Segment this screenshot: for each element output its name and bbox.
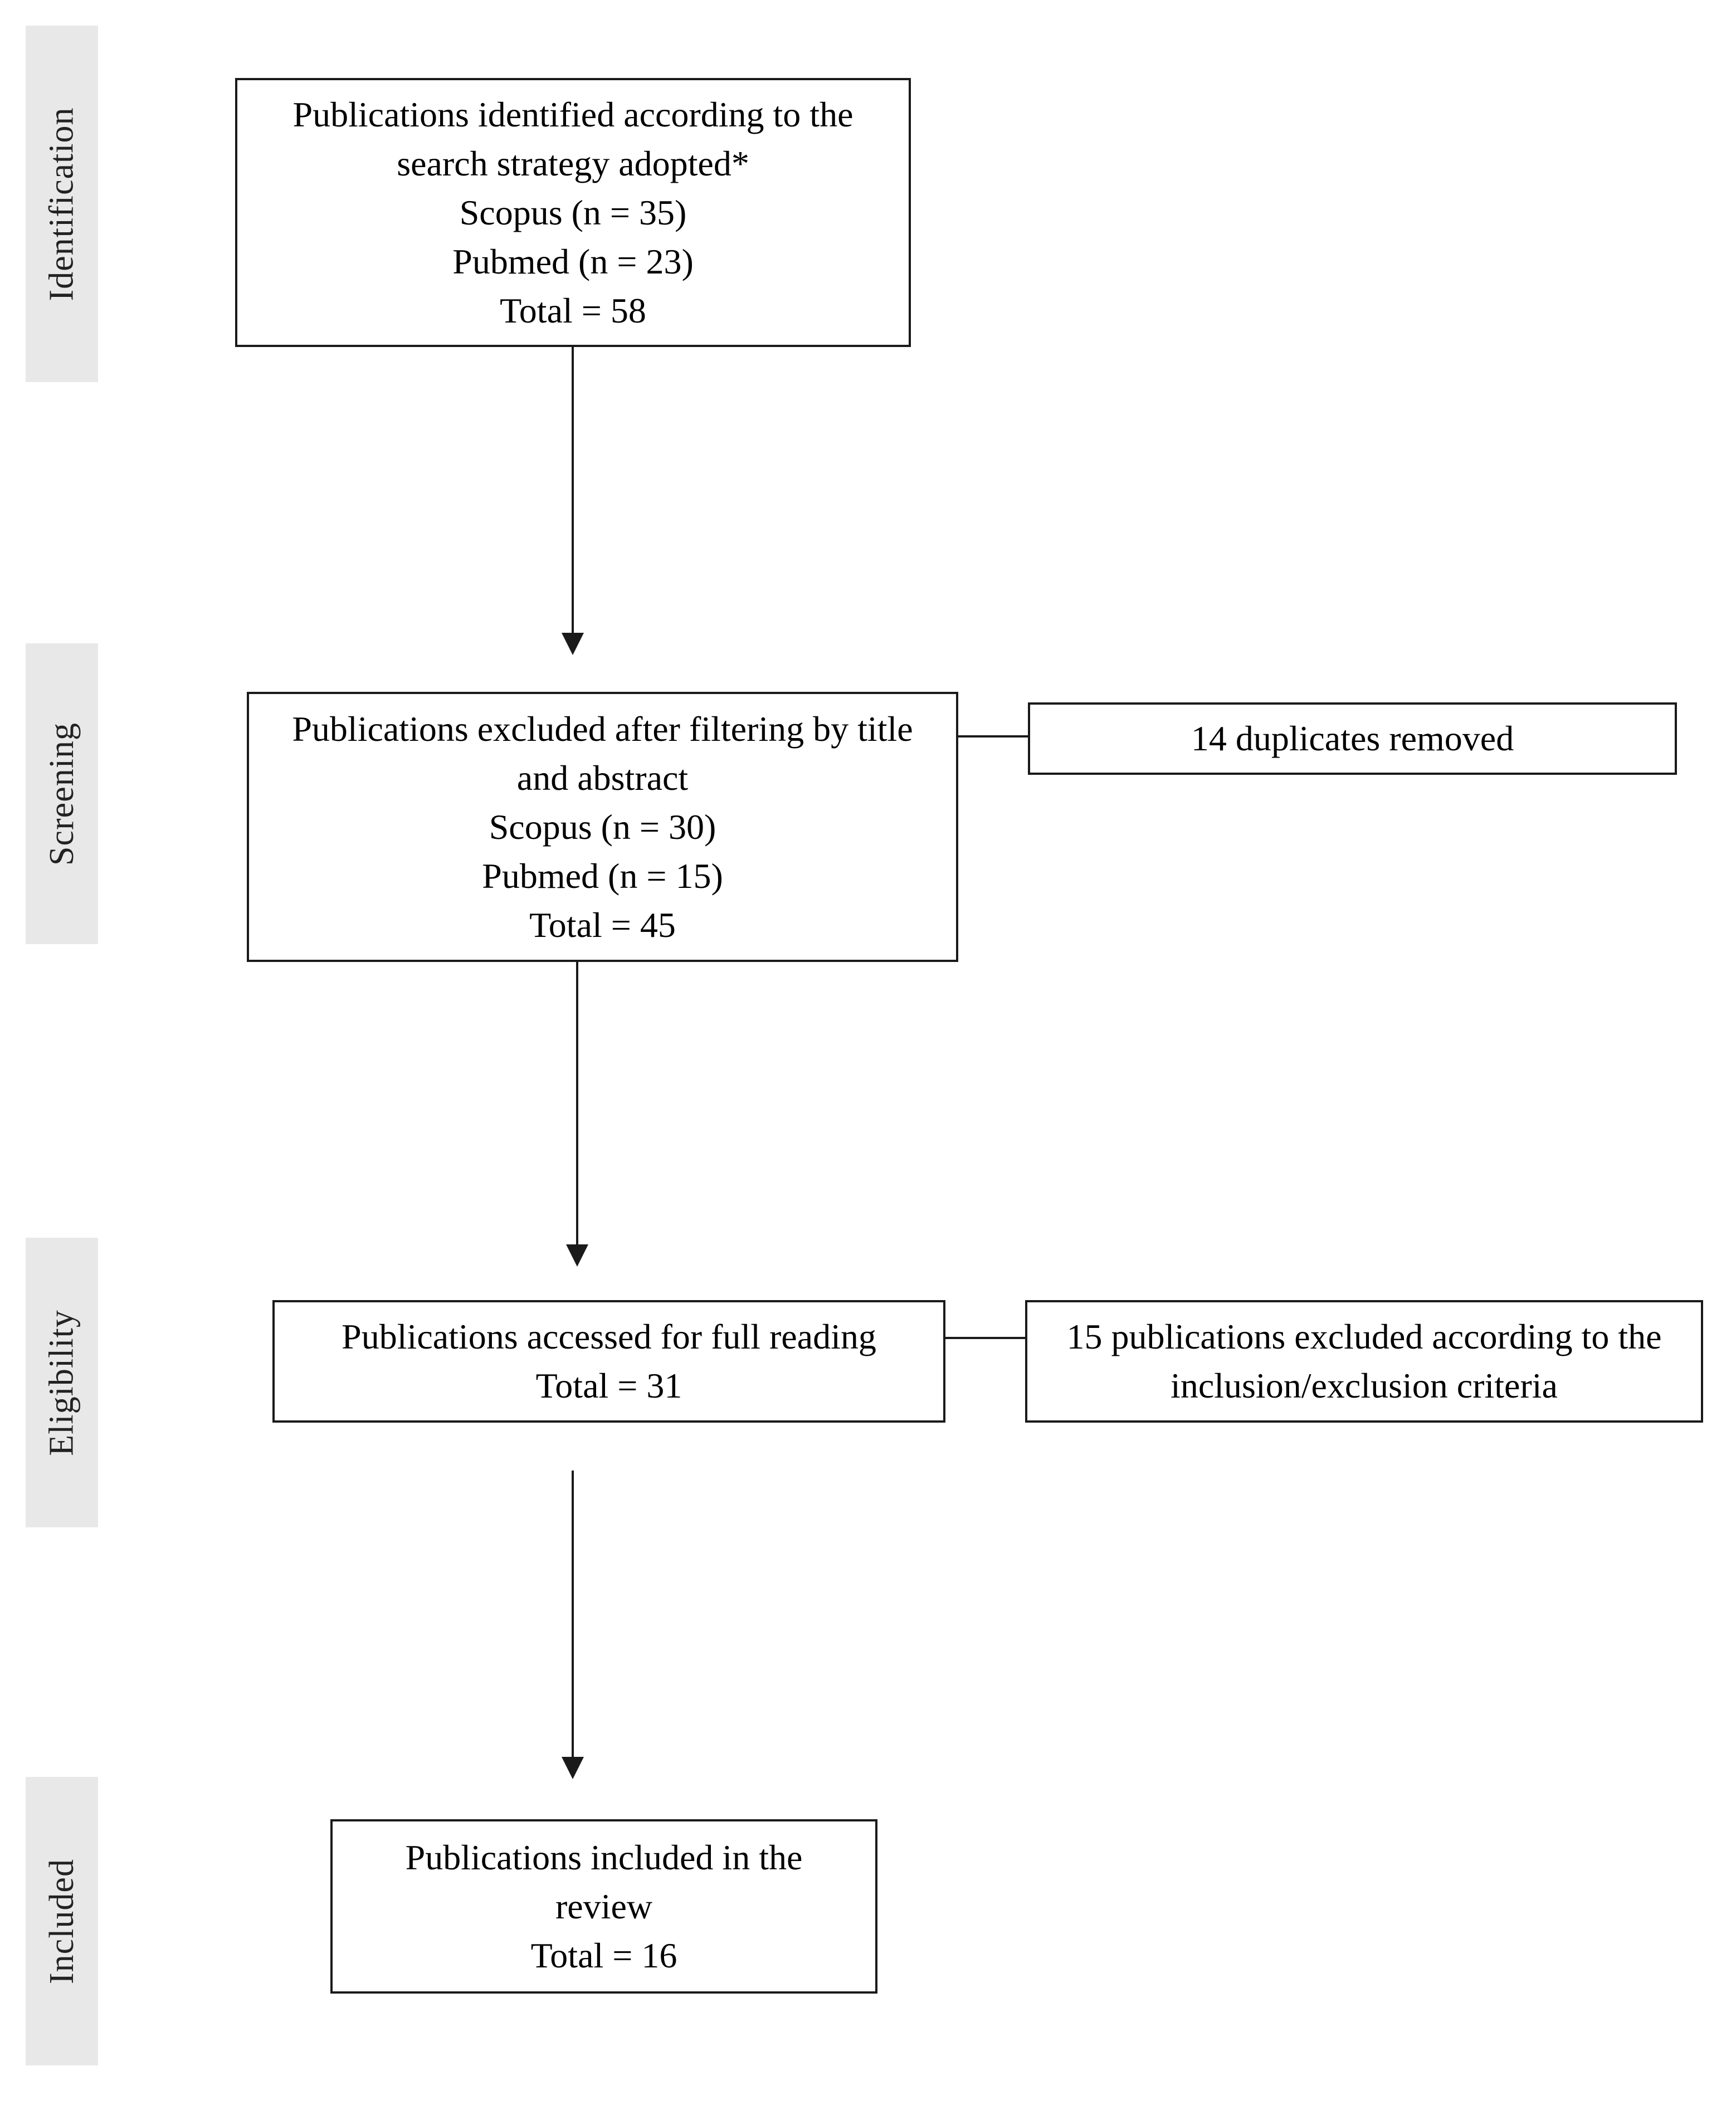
screening-box-total: Total = 45 [529, 905, 676, 945]
eligibility-box: Publications accessed for full reading T… [272, 1300, 945, 1423]
included-box-total: Total = 16 [530, 1935, 677, 1975]
identification-box: Publications identified according to the… [235, 78, 911, 347]
included-box-heading: Publications included in the review [405, 1837, 803, 1926]
duplicates-box: 14 duplicates removed [1028, 702, 1677, 775]
excluded-box-text: 15 publications excluded according to th… [1066, 1317, 1662, 1405]
identification-box-total: Total = 58 [500, 290, 646, 330]
identification-box-heading: Publications identified according to the… [292, 94, 854, 183]
stage-band-included: Included [26, 1777, 98, 2065]
eligibility-box-total: Total = 31 [535, 1366, 682, 1405]
stage-band-screening: Screening [26, 643, 98, 944]
included-box: Publications included in the review Tota… [330, 1819, 877, 1994]
screening-box-heading: Publications excluded after filtering by… [292, 709, 913, 798]
duplicates-box-text: 14 duplicates removed [1191, 719, 1514, 758]
stage-band-identification: Identification [26, 26, 98, 382]
screening-box: Publications excluded after filtering by… [247, 692, 958, 962]
screening-box-scopus: Scopus (n = 30) [489, 807, 716, 847]
screening-box-pubmed: Pubmed (n = 15) [482, 856, 723, 896]
eligibility-box-heading: Publications accessed for full reading [342, 1317, 876, 1356]
excluded-box: 15 publications excluded according to th… [1025, 1300, 1703, 1423]
identification-box-pubmed: Pubmed (n = 23) [452, 241, 694, 281]
identification-box-scopus: Scopus (n = 35) [459, 192, 687, 232]
stage-band-eligibility: Eligibility [26, 1238, 98, 1527]
